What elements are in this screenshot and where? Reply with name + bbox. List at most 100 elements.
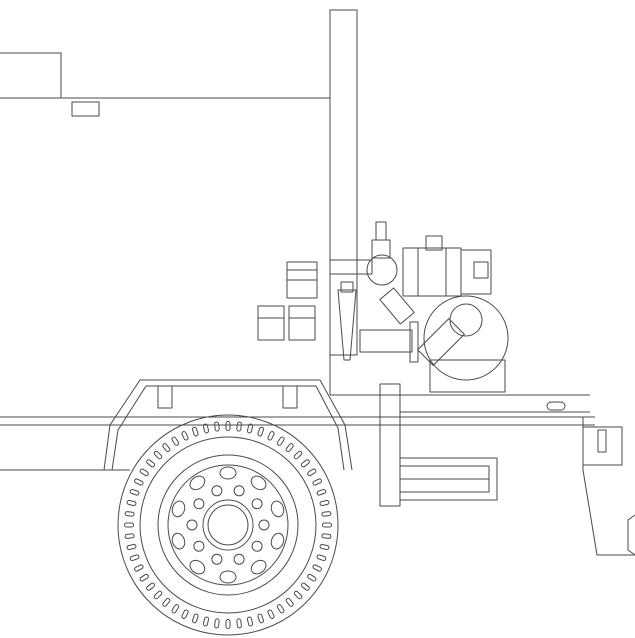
tread-lug	[214, 422, 219, 431]
impeller-arm	[418, 319, 465, 366]
lug-nut	[252, 541, 262, 551]
rim-hole	[170, 499, 186, 518]
lug-nut	[259, 520, 269, 530]
tread-lug	[203, 424, 209, 434]
rim-hole	[220, 467, 236, 479]
tread-lug	[293, 450, 302, 459]
tread-lug	[307, 574, 317, 582]
step-assembly	[380, 384, 497, 506]
rim-hole	[187, 558, 207, 577]
tread-lug	[130, 489, 140, 496]
tread-lug	[125, 511, 134, 516]
impeller-hub	[450, 304, 482, 336]
lug-nut	[187, 520, 197, 530]
tread-lug	[181, 431, 189, 441]
tread-lug	[146, 582, 156, 591]
rim-hole	[249, 558, 269, 577]
tread-lug	[130, 554, 140, 561]
tread-lug	[153, 590, 162, 599]
rim-hole	[249, 473, 269, 492]
valve-stem	[372, 240, 390, 258]
tread-lug	[247, 424, 253, 434]
tread-lug	[127, 500, 137, 506]
rim-hole	[170, 532, 186, 551]
rear-frame	[583, 417, 635, 555]
wheel	[118, 415, 338, 635]
tread-lug	[192, 613, 199, 623]
rim-hole	[220, 571, 236, 583]
fender	[104, 380, 352, 470]
rim-inner	[168, 465, 288, 585]
pump-assembly	[330, 222, 508, 392]
fender-inner	[112, 386, 344, 470]
tread-lug	[134, 478, 144, 486]
tread-lug	[127, 544, 137, 550]
tread-lug	[146, 459, 156, 468]
fender-bracket-right	[283, 386, 297, 408]
wall-boxes	[258, 262, 317, 340]
tread-lug	[267, 609, 275, 619]
tread-lug	[323, 523, 332, 527]
tread-lug	[162, 598, 171, 608]
motor-cap	[426, 236, 442, 250]
lug-nut	[234, 554, 244, 564]
tread-lug	[267, 431, 275, 441]
rear-bracket	[583, 427, 622, 465]
tread-lug	[322, 534, 331, 539]
tread-lug	[139, 468, 149, 476]
horizontal-pipe	[330, 260, 372, 274]
tread-lug	[247, 617, 253, 627]
tread-lug	[285, 443, 294, 453]
tread-lug	[125, 534, 134, 539]
lower-right-box	[289, 306, 315, 340]
hub-outer	[203, 500, 253, 550]
pump-volute	[424, 296, 508, 380]
nozzle-tip	[341, 282, 353, 292]
tread-lug	[293, 590, 302, 599]
lower-left-box	[258, 306, 284, 340]
tread-lug	[153, 450, 162, 459]
outlet-pipe	[360, 330, 412, 352]
chassis-frame	[0, 395, 635, 555]
valve-body	[367, 255, 397, 285]
tread-lug	[285, 598, 294, 608]
rim-hole	[269, 532, 285, 551]
tread-lug	[316, 554, 326, 561]
tread-lug	[312, 478, 322, 486]
tread-lug	[277, 436, 285, 446]
tire-outer	[118, 415, 338, 635]
tread-lug	[171, 604, 179, 614]
cargo-body	[0, 53, 330, 395]
tread-lug	[171, 436, 179, 446]
tread-lug	[134, 564, 144, 572]
tread-lug	[203, 617, 209, 627]
angled-pipe	[380, 288, 414, 324]
tread-lug	[181, 609, 189, 619]
support-post	[380, 384, 400, 506]
motor-end	[461, 250, 491, 294]
lug-nut	[234, 486, 244, 496]
motor-housing	[403, 248, 461, 296]
rim-hole	[269, 499, 285, 518]
tread-lug	[214, 619, 219, 628]
outlet-flange	[410, 322, 418, 362]
tread-lug	[162, 443, 171, 453]
tire-inner	[140, 437, 316, 613]
fender-outer	[104, 380, 352, 470]
vertical-post	[330, 10, 357, 355]
tread-lug	[226, 422, 230, 431]
tread-lug	[316, 489, 326, 496]
tread-lug	[277, 604, 285, 614]
nozzle-cone	[338, 290, 356, 360]
tread-lug	[312, 564, 322, 572]
tire-tread	[125, 422, 332, 629]
tread-lug	[257, 613, 264, 623]
deck-slot	[547, 402, 565, 410]
pump-base	[430, 360, 505, 392]
tread-lug	[192, 427, 199, 437]
lug-ring-outer	[170, 467, 285, 583]
tread-lug	[237, 422, 242, 431]
lug-nut	[194, 541, 204, 551]
rear-latch	[598, 430, 606, 452]
